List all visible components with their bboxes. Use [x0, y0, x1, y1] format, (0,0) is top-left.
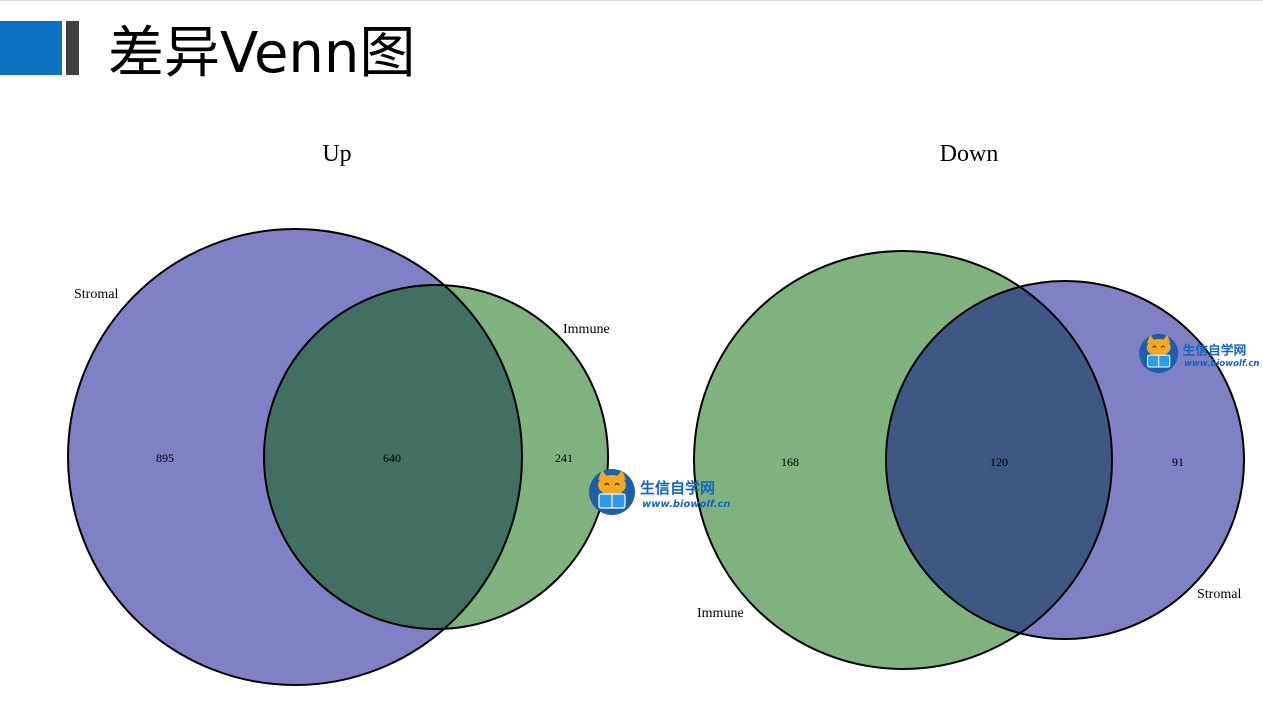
watermark-url: www.biowolf.cn — [642, 499, 731, 510]
header-accent-bar — [66, 21, 79, 75]
venn-up-stromal-label: Stromal — [74, 287, 118, 302]
venn-down-immune-label: Immune — [697, 606, 744, 621]
venn-down-overlap-count: 120 — [990, 455, 1008, 469]
venn-down-overlap-region — [886, 281, 1112, 639]
header-accent-block — [0, 21, 62, 75]
watermark-name: 生信自学网 — [1183, 342, 1247, 358]
watermark-name: 生信自学网 — [640, 479, 715, 497]
venn-down-stromal-label: Stromal — [1197, 587, 1241, 602]
top-border — [0, 0, 1263, 1]
venn-up-title: Up — [322, 141, 351, 167]
venn-up-overlap-count: 640 — [383, 451, 401, 465]
watermark-url: www.biowolf.cn — [1184, 359, 1259, 369]
watermark-logo-2: 生信自学网 www.biowolf.cn — [1139, 333, 1259, 373]
venn-down-stromal-outline — [885, 280, 1245, 640]
venn-up: Up Stromal Immune 895 640 241 — [67, 141, 610, 686]
venn-down-title: Down — [940, 141, 999, 167]
venn-up-immune-label: Immune — [563, 322, 610, 337]
venn-up-overlap-region — [264, 285, 522, 629]
venn-up-only-immune-count: 241 — [555, 451, 573, 465]
venn-up-stromal-outline — [67, 228, 523, 686]
page-title: 差异Venn图 — [108, 21, 416, 86]
venn-down-only-immune-count: 168 — [781, 455, 799, 469]
venn-down-only-stromal-count: 91 — [1172, 455, 1184, 469]
watermark-logo-1: 生信自学网 www.biowolf.cn — [589, 469, 731, 515]
venn-up-only-stromal-count: 895 — [156, 451, 174, 465]
venn-down: Down Immune Stromal 168 120 91 — [693, 141, 1245, 670]
venn-up-immune-outline — [263, 284, 609, 630]
venn-down-immune-outline — [693, 250, 1113, 670]
